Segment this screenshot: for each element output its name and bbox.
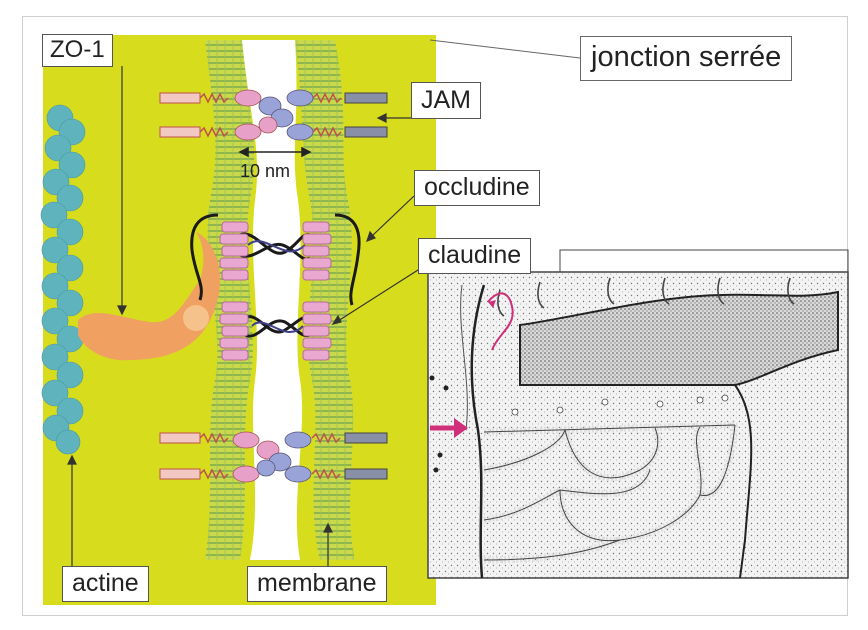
zo1-protein (78, 232, 220, 360)
label-claudine: claudine (418, 238, 531, 274)
freeze-fracture-panel (428, 250, 848, 578)
label-membrane: membrane (247, 566, 387, 602)
actin-filaments (41, 105, 85, 454)
label-zo1: ZO-1 (42, 34, 113, 67)
label-jam: JAM (411, 82, 481, 119)
scale-label: 10 nm (240, 161, 290, 182)
membrane-right (295, 40, 355, 560)
label-actine: actine (62, 566, 149, 602)
label-occludine: occludine (414, 170, 540, 206)
title-label: jonction serrée (580, 36, 792, 81)
